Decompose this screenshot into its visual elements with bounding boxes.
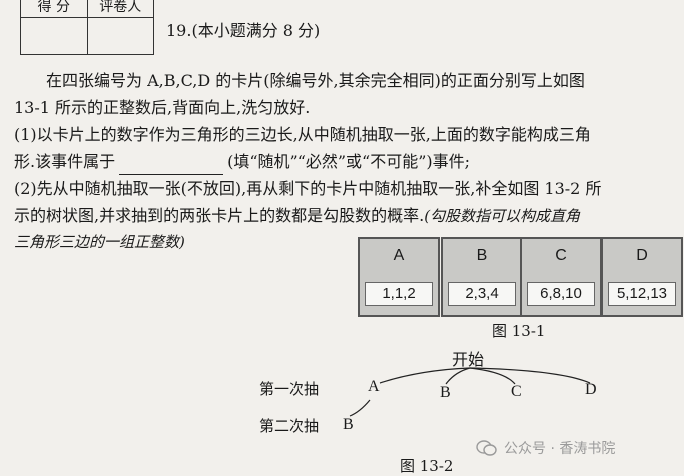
part1-line-2: 形.该事件属于 (填“随机”“必然”或“不可能”)事件; bbox=[14, 148, 470, 175]
intro-line-1: 在四张编号为 A,B,C,D 的卡片(除编号外,其余完全相同)的正面分别写上如图 bbox=[46, 71, 585, 90]
part1-line-1: (1)以卡片上的数字作为三角形的三边长,从中随机抽取一张,上面的数字能构成三角 bbox=[14, 125, 591, 144]
tree-node-c: C bbox=[511, 383, 522, 400]
part2-line-2a: 示的树状图,并求抽到的两张卡片上的数都是勾股数的概率. bbox=[14, 206, 425, 225]
branch-to-b bbox=[445, 367, 471, 385]
part1-line-2a: 形.该事件属于 bbox=[14, 152, 116, 171]
grader-header: 评卷人 bbox=[86, 0, 154, 18]
card-numbers: 5,12,13 bbox=[608, 282, 676, 306]
card-letter: B bbox=[476, 247, 488, 264]
score-header: 得 分 bbox=[20, 0, 88, 18]
tree-node-b: B bbox=[440, 384, 451, 401]
part2-line-2b: (勾股数指可以构成直角 bbox=[424, 207, 581, 225]
grader-cell bbox=[86, 17, 154, 55]
question-title: 19.(本小题满分 8 分) bbox=[166, 21, 321, 40]
card-numbers: 2,3,4 bbox=[448, 282, 516, 306]
second-draw-label: 第二次抽 bbox=[259, 417, 320, 435]
card-numbers: 6,8,10 bbox=[527, 282, 595, 306]
card-a: A 1,1,2 bbox=[358, 237, 440, 317]
watermark-text: 公众号 · 香涛书院 bbox=[504, 441, 616, 457]
first-draw-label: 第一次抽 bbox=[259, 380, 320, 398]
tree-start: 开始 bbox=[452, 352, 485, 369]
part2-line-3: 三角形三边的一组正整数) bbox=[14, 233, 185, 251]
card-letter: A bbox=[393, 247, 405, 264]
answer-blank bbox=[119, 156, 224, 175]
watermark: 公众号 · 香涛书院 bbox=[476, 438, 615, 458]
card-letter: D bbox=[636, 247, 648, 264]
branch-a-to-b bbox=[349, 399, 371, 417]
figure-2-caption: 图 13-2 bbox=[400, 457, 454, 475]
part1-line-2b: (填“随机”“必然”或“不可能”)事件; bbox=[227, 152, 471, 171]
card-d: D 5,12,13 bbox=[601, 237, 683, 317]
intro-line-2: 13-1 所示的正整数后,背面向上,洗匀放好. bbox=[14, 98, 311, 117]
branch-to-a bbox=[379, 367, 471, 384]
part2-line-1: (2)先从中随机抽取一张(不放回),再从剩下的卡片中随机抽取一张,补全如图 13… bbox=[14, 179, 602, 198]
figure-1-caption: 图 13-1 bbox=[492, 322, 546, 340]
card-c: C 6,8,10 bbox=[520, 237, 602, 317]
card-letter: C bbox=[555, 247, 567, 264]
tree-node-second-b: B bbox=[343, 416, 354, 433]
card-b: B 2,3,4 bbox=[441, 237, 523, 317]
part2-line-2: 示的树状图,并求抽到的两张卡片上的数都是勾股数的概率.(勾股数指可以构成直角 bbox=[14, 202, 580, 230]
branch-to-c bbox=[469, 367, 516, 385]
score-cell bbox=[20, 17, 88, 55]
card-numbers: 1,1,2 bbox=[365, 282, 433, 306]
score-table: 得 分 评卷人 bbox=[20, 0, 154, 55]
wechat-icon bbox=[476, 440, 497, 456]
tree-node-a: A bbox=[368, 378, 380, 395]
branch-to-d bbox=[469, 367, 591, 384]
tree-node-d: D bbox=[585, 381, 597, 398]
